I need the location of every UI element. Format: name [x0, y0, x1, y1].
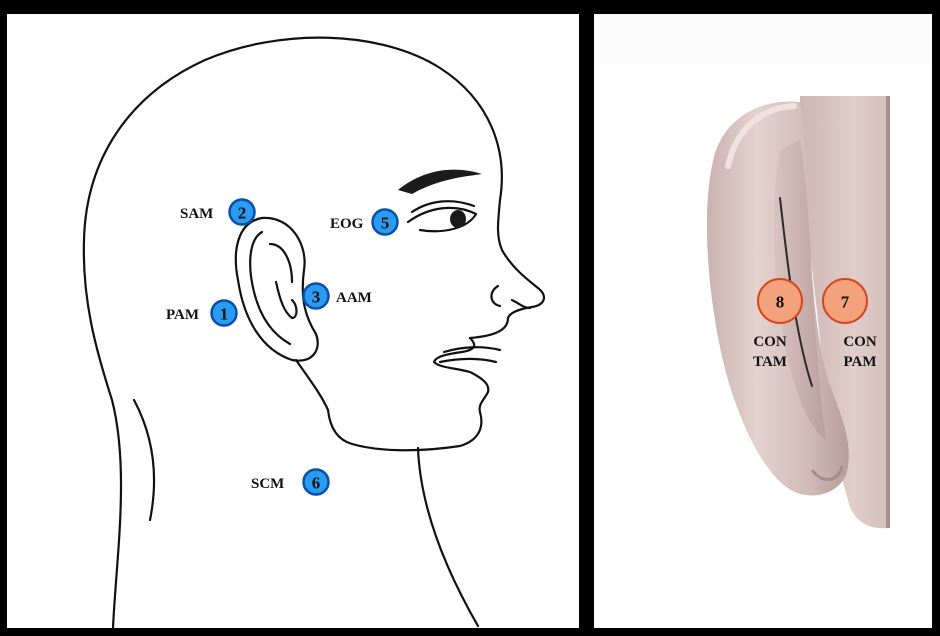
marker-label-line1: CON: [843, 334, 877, 350]
marker-label: SAM: [180, 206, 213, 222]
marker-number: 7: [841, 293, 850, 312]
marker-label: EOG: [330, 216, 364, 232]
marker-label: AAM: [336, 290, 372, 306]
marker-label: SCM: [251, 476, 284, 492]
marker-number: 2: [238, 204, 247, 223]
marker-number: 1: [220, 305, 229, 324]
marker-label-line2: TAM: [753, 354, 787, 370]
marker-label-line2: PAM: [843, 354, 876, 370]
marker-label: PAM: [166, 307, 199, 323]
marker-number: 8: [776, 293, 785, 312]
marker-number: 6: [312, 474, 321, 493]
marker-label-line1: CON: [753, 334, 787, 350]
marker-number: 5: [381, 214, 390, 233]
head-panel: [7, 14, 579, 628]
marker-number: 3: [312, 288, 321, 307]
